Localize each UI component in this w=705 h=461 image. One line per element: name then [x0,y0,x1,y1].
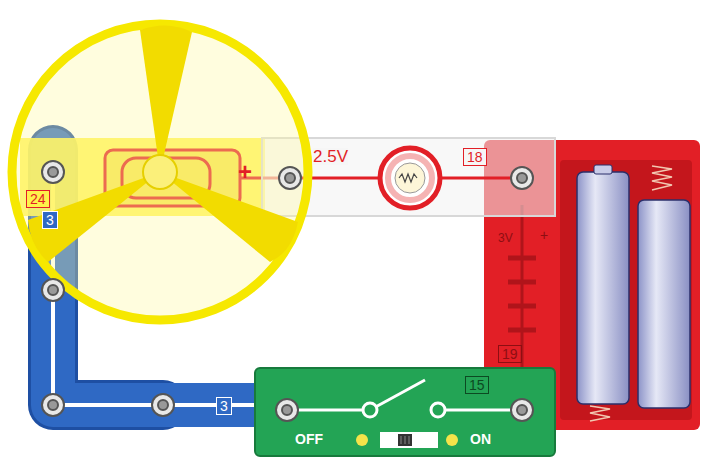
switch-label: OFF [295,432,323,446]
polarity-mark: + [238,160,252,184]
part-number: 15 [465,376,489,394]
switch-label: ON [470,432,491,446]
part-number: 18 [463,148,487,166]
voltage-rating: 3V [498,232,513,244]
wire-part: 3 [170,382,250,428]
motor-part: 24 + [20,138,265,216]
part-number: 19 [498,345,522,363]
part-number: 24 [26,190,50,208]
polarity-mark: + [540,228,548,242]
part-number: 3 [42,211,58,229]
battery-part: 3V +19 [484,140,700,430]
part-number: 3 [216,397,232,415]
voltage-rating: 2.5V [313,148,348,165]
switch [255,368,555,456]
switch-part: 15OFF ON [255,368,555,456]
lamp-part: 2.5V 18 [265,138,555,216]
fan [12,24,308,320]
wire-part: 3 [27,150,79,270]
snap-connector [42,161,533,421]
